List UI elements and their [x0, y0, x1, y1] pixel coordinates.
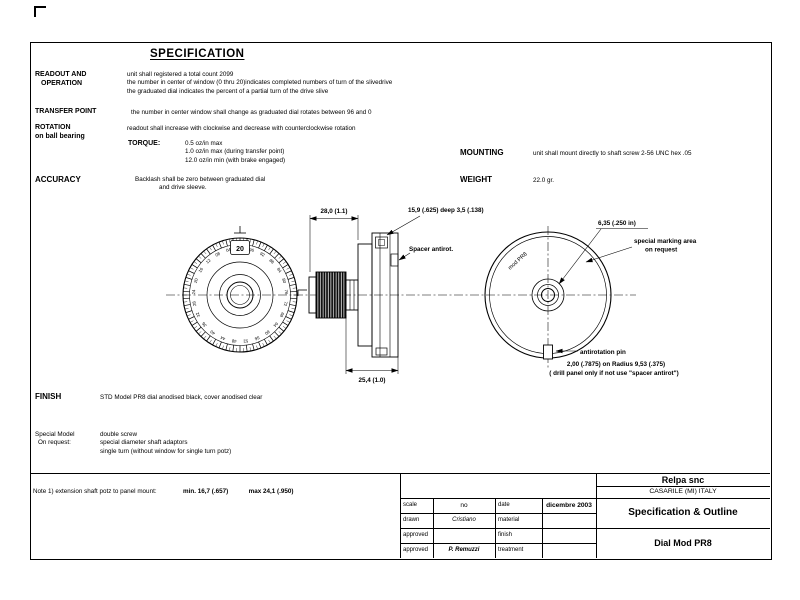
note-strip-divider — [31, 473, 401, 474]
transfer-point-label: TRANSFER POINT — [35, 108, 97, 115]
document-subtitle: Dial Mod PR8 — [654, 538, 712, 548]
document-title: Specification & Outline — [628, 507, 738, 518]
tb-drawn-label: drawn — [403, 517, 420, 523]
readout-text-3: the graduated dial indicates the percent… — [127, 87, 329, 95]
company-location: CASARILE (MI) ITALY — [649, 488, 717, 495]
special-option-1: double screw — [100, 431, 138, 438]
transfer-point-text: the number in center window shall change… — [131, 109, 372, 116]
corner-mark — [34, 6, 46, 17]
special-model-label-2: On request: — [38, 439, 71, 447]
sheet-frame — [30, 42, 772, 560]
tb-date-value: dicembre 2003 — [546, 502, 592, 509]
rotation-text: readout shall increase with clockwise an… — [127, 125, 356, 132]
torque-values: 0.5 oz/in max 1.0 oz/in max (during tran… — [185, 140, 285, 165]
finish-label: FINISH — [35, 392, 62, 401]
rotation-label-line1: ROTATION — [35, 124, 71, 131]
tb-approved2-value: P. Remuzzi — [448, 547, 480, 553]
note-line: Note 1) extension shaft potz to panel mo… — [33, 480, 293, 498]
torque-label: TORQUE: — [128, 140, 161, 147]
note-min: min. 16,7 (.657) — [183, 488, 229, 495]
mounting-label: MOUNTING — [460, 148, 504, 157]
finish-text: STD Model PR8 dial anodised black, cover… — [100, 394, 263, 401]
accuracy-label: ACCURACY — [35, 175, 81, 184]
tb-approved1-label: approved — [403, 532, 429, 538]
readout-label-line2: OPERATION — [41, 79, 83, 87]
rotation-label-line2: on ball bearing — [35, 132, 85, 140]
note-max: max 24,1 (.950) — [248, 488, 294, 495]
readout-label-line1: READOUT AND — [35, 71, 87, 78]
readout-text-1: unit shall registered a total count 2099 — [127, 71, 234, 78]
torque-value-1: 0.5 oz/in max — [185, 140, 223, 147]
special-option-2: special diameter shaft adaptors — [100, 439, 188, 447]
accuracy-text: Backlash shall be zero between graduated… — [135, 176, 265, 193]
torque-value-2: 1.0 oz/in max (during transfer point) — [185, 148, 285, 156]
torque-value-3: 12.0 oz/in min (with brake engaged) — [185, 156, 286, 164]
readout-section-text: unit shall registered a total count 2099… — [127, 71, 392, 96]
company-name: Relpa snc — [661, 475, 705, 485]
readout-section-label: READOUT AND OPERATION — [35, 71, 86, 89]
tb-drawn-value: Cristiano — [452, 517, 476, 523]
accuracy-text-1: Backlash shall be zero between graduated… — [135, 176, 266, 183]
note-text: Note 1) extension shaft potz to panel mo… — [33, 488, 157, 495]
mounting-text: unit shall mount directly to shaft screw… — [533, 150, 692, 157]
readout-text-2: the number in center of window (0 thru 2… — [127, 79, 393, 87]
tb-treatment-label: treatment — [498, 547, 524, 553]
page-title: SPECIFICATION — [150, 48, 245, 60]
tb-scale-label: scale — [403, 502, 418, 508]
tb-scale-value: no — [460, 502, 468, 509]
tb-date-label: date — [498, 502, 510, 508]
weight-label: WEIGHT — [460, 175, 492, 184]
accuracy-text-2: and drive sleeve. — [159, 184, 207, 192]
weight-text: 22.0 gr. — [533, 177, 555, 184]
special-model-label: Special Model On request: — [35, 431, 75, 448]
special-model-options: double screw special diameter shaft adap… — [100, 431, 231, 456]
tb-finish-label: finish — [498, 532, 513, 538]
tb-material-label: material — [498, 517, 520, 523]
title-block: Relpa snc CASARILE (MI) ITALY Specificat… — [400, 473, 770, 558]
special-option-3: single turn (without window for single t… — [100, 447, 232, 455]
tb-approved2-label: approved — [403, 547, 429, 553]
rotation-label: ROTATION on ball bearing — [35, 124, 85, 142]
special-model-label-1: Special Model — [35, 431, 75, 438]
